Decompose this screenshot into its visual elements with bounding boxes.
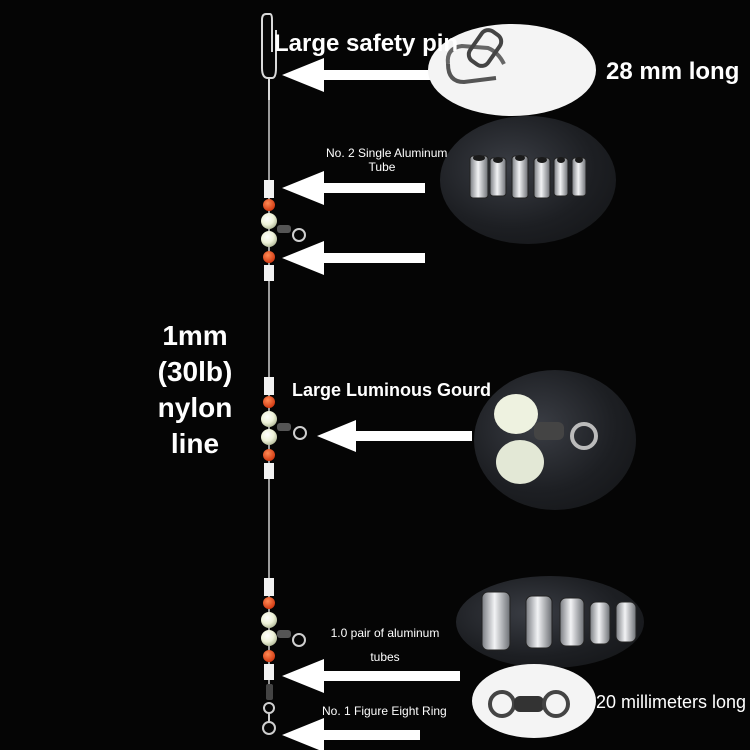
label-pair-tubes-line2: tubes <box>370 650 400 664</box>
line-spec-2: (30lb) <box>157 356 233 387</box>
aluminum-tube-icon <box>264 578 274 596</box>
swivel-icon <box>277 225 306 242</box>
aluminum-tube-icon <box>264 265 274 281</box>
swivel-icon <box>488 690 570 718</box>
aluminum-tube-icon <box>264 180 274 198</box>
safety-pin-photo <box>428 24 596 116</box>
aluminum-tube-icon <box>469 155 587 199</box>
luminous-gourd-photo <box>474 370 636 510</box>
line-spec-3: nylon <box>157 392 233 423</box>
red-bead-icon <box>263 650 275 662</box>
red-bead-icon <box>263 449 275 461</box>
label-pair-tubes-line1: 1.0 pair of aluminum <box>330 626 440 640</box>
label-pin-length: 28 mm long <box>606 58 740 85</box>
arrow-icon <box>282 659 460 693</box>
label-safety-pin: Large safety pin <box>274 30 459 57</box>
aluminum-pair-photo <box>456 576 644 668</box>
arrow-icon <box>282 171 425 205</box>
safety-pin-icon <box>261 13 277 100</box>
label-aluminum-tube-line2: Tube <box>368 160 396 174</box>
figure-eight-ring-photo <box>472 664 596 738</box>
label-luminous-gourd: Large Luminous Gourd <box>292 380 492 400</box>
swivel-icon <box>277 630 306 647</box>
luminous-bead-icon <box>261 411 277 427</box>
swivel-icon <box>277 423 307 440</box>
aluminum-tube-icon <box>481 591 637 651</box>
aluminum-tube-icon <box>264 664 274 680</box>
label-aluminum-tube-line1: No. 2 Single Aluminum <box>326 146 448 160</box>
aluminum-tube-icon <box>264 463 274 479</box>
aluminum-tube-photo <box>440 116 616 244</box>
luminous-bead-icon <box>261 429 277 445</box>
label-figure-eight: No. 1 Figure Eight Ring <box>322 704 447 718</box>
arrow-icon <box>282 718 420 750</box>
red-bead-icon <box>263 251 275 263</box>
red-bead-icon <box>263 396 275 408</box>
figure-eight-ring-icon <box>262 684 276 735</box>
arrow-icon <box>317 420 472 452</box>
label-aluminum-tube: No. 2 Single Aluminum Tube <box>326 146 448 174</box>
luminous-bead-icon <box>261 630 277 646</box>
label-ring-length: 20 millimeters long <box>596 692 747 712</box>
arrow-icon <box>282 241 425 275</box>
line-spec-1: 1mm <box>162 320 228 351</box>
label-pair-tubes: 1.0 pair of aluminum tubes <box>318 626 452 664</box>
luminous-bead-icon <box>494 394 598 484</box>
red-bead-icon <box>263 597 275 609</box>
line-spec-label: 1mm (30lb) nylon line <box>140 318 250 462</box>
luminous-bead-icon <box>261 231 277 247</box>
safety-pin-icon <box>445 28 506 85</box>
red-bead-icon <box>263 199 275 211</box>
arrow-icon <box>282 58 432 92</box>
line-spec-4: line <box>170 428 220 459</box>
aluminum-tube-icon <box>264 377 274 395</box>
luminous-bead-icon <box>261 213 277 229</box>
luminous-bead-icon <box>261 612 277 628</box>
